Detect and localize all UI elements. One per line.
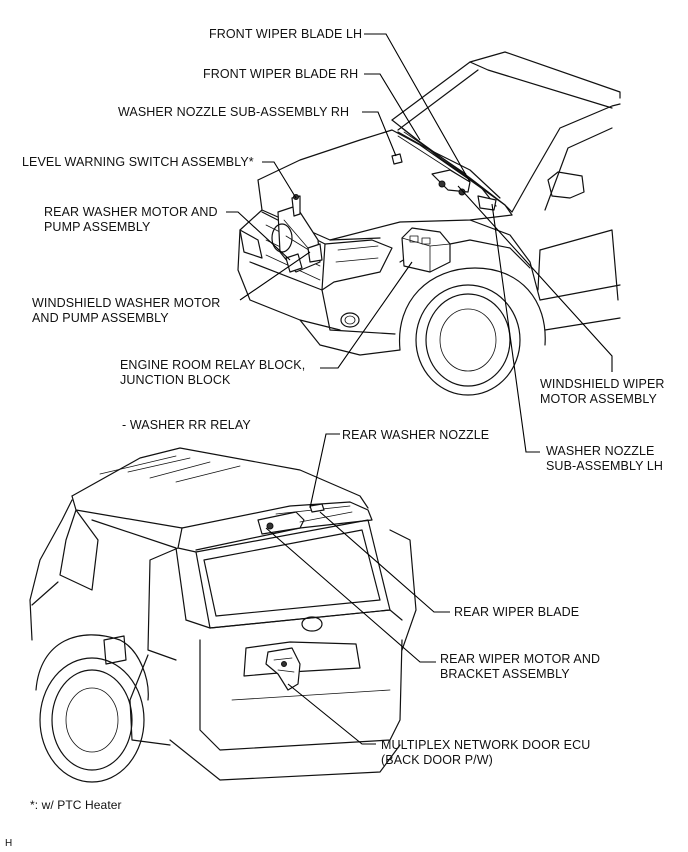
rear-vehicle-drawing — [29, 447, 417, 783]
label-windshield-washer-motor: WINDSHIELD WASHER MOTOR AND PUMP ASSEMBL… — [32, 296, 221, 325]
label-washer-rr-relay: - WASHER RR RELAY — [122, 418, 251, 432]
leader-rear-washer-nozzle — [309, 433, 340, 509]
label-level-warning-switch: LEVEL WARNING SWITCH ASSEMBLY* — [22, 155, 254, 169]
label-front-wiper-blade-lh: FRONT WIPER BLADE LH — [209, 27, 363, 41]
label-washer-nozzle-lh: WASHER NOZZLE SUB-ASSEMBLY LH — [546, 444, 664, 473]
leader-rear-wiper-blade — [319, 511, 450, 613]
footnote: *: w/ PTC Heater — [30, 798, 122, 812]
leader-washer-nozzle-rh — [362, 111, 397, 157]
leader-ws-wiper-motor — [457, 185, 613, 372]
front-vehicle-drawing — [237, 51, 621, 396]
figure-code: H — [5, 838, 13, 849]
leader-front-wiper-rh — [364, 73, 421, 141]
label-rear-washer-nozzle: REAR WASHER NOZZLE — [342, 428, 490, 442]
label-windshield-wiper-motor: WINDSHIELD WIPER MOTOR ASSEMBLY — [540, 377, 665, 406]
label-rear-washer-motor: REAR WASHER MOTOR AND PUMP ASSEMBLY — [44, 205, 218, 234]
label-engine-room-relay: ENGINE ROOM RELAY BLOCK, JUNCTION BLOCK — [120, 358, 306, 387]
leader-washer-nozzle-lh — [491, 203, 540, 453]
leader-front-wiper-lh — [364, 33, 471, 183]
label-rear-wiper-blade: REAR WIPER BLADE — [454, 605, 580, 619]
label-multiplex-door-ecu: MULTIPLEX NETWORK DOOR ECU (BACK DOOR P/… — [381, 738, 591, 767]
leader-rear-wiper-motor — [265, 527, 436, 663]
leader-rear-washer-motor — [226, 211, 291, 261]
leader-ws-washer-motor — [239, 251, 311, 301]
label-front-wiper-blade-rh: FRONT WIPER BLADE RH — [203, 67, 359, 81]
leader-door-ecu — [287, 683, 376, 745]
label-rear-wiper-motor: REAR WIPER MOTOR AND BRACKET ASSEMBLY — [440, 652, 601, 681]
label-washer-nozzle-rh: WASHER NOZZLE SUB-ASSEMBLY RH — [118, 105, 350, 119]
leader-relay-block — [320, 261, 413, 369]
leader-lines — [226, 33, 613, 745]
leader-level-warning — [262, 161, 297, 199]
